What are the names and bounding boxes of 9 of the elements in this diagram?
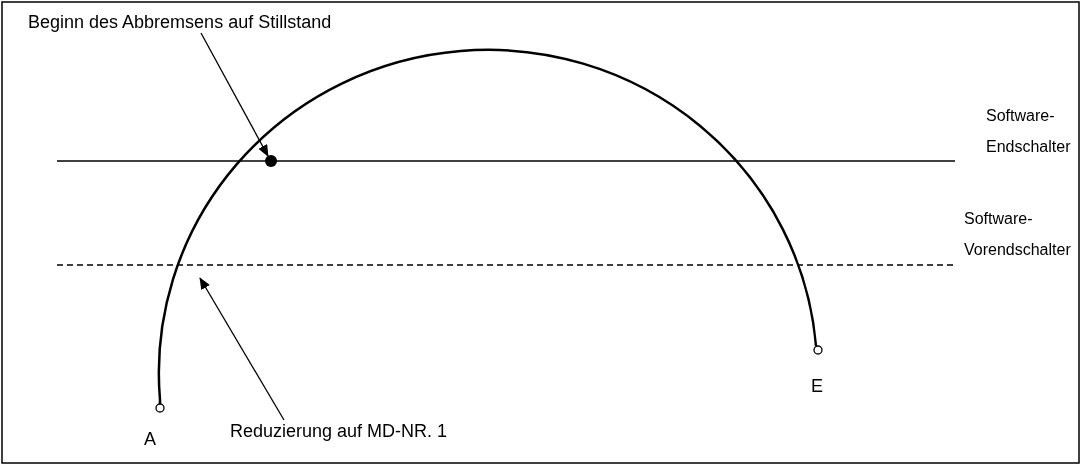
callout-text: Beginn des Abbremsens auf Stillstand: [28, 11, 332, 33]
callout-text: Reduzierung auf MD-NR. 1: [230, 420, 448, 442]
point-label: E: [811, 375, 823, 397]
point-marker: [265, 155, 277, 167]
limit-label: Software- Endschalter: [986, 106, 1072, 157]
limit-label: Software- Vorendschalter: [964, 209, 1072, 260]
point-label: A: [144, 428, 156, 450]
leader-arrow: [199, 277, 285, 421]
leader-arrow: [200, 32, 269, 157]
